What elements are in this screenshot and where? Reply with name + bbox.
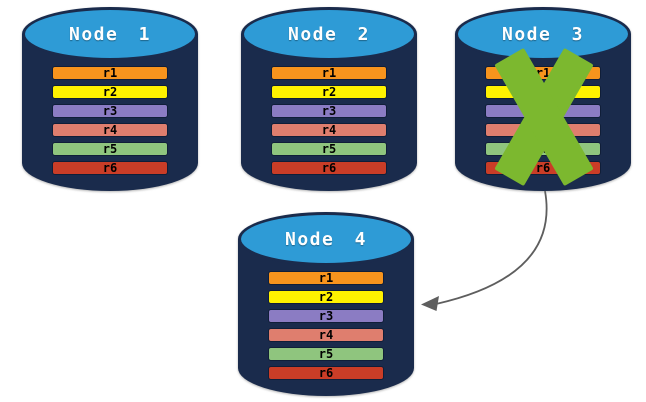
row-r4: r4 [485, 123, 601, 137]
row-r6: r6 [268, 366, 384, 380]
row-r6: r6 [271, 161, 387, 175]
node-2: Node 2 r1 r2 r3 r4 r5 r6 [241, 7, 417, 191]
row-r4: r4 [52, 123, 168, 137]
row-r3: r3 [485, 104, 601, 118]
row-r3: r3 [268, 309, 384, 323]
node-4-title: Node 4 [284, 228, 368, 250]
row-r4: r4 [268, 328, 384, 342]
row-r1: r1 [268, 271, 384, 285]
node-1-cylinder-top [22, 7, 198, 61]
replication-arrowhead-icon [421, 296, 439, 311]
row-r2: r2 [52, 85, 168, 99]
node-3-title: Node 3 [501, 23, 585, 45]
row-r5: r5 [271, 142, 387, 156]
row-r2: r2 [485, 85, 601, 99]
replication-arrow-line [435, 190, 548, 305]
row-r3: r3 [52, 104, 168, 118]
node-3-rows: r1 r2 r3 r4 r5 r6 [485, 66, 601, 175]
row-r2: r2 [268, 290, 384, 304]
node-3: Node 3 r1 r2 r3 r4 r5 r6 [455, 7, 631, 191]
node-4-cylinder-top [238, 212, 414, 266]
node-1-rows: r1 r2 r3 r4 r5 r6 [52, 66, 168, 175]
node-2-rows: r1 r2 r3 r4 r5 r6 [271, 66, 387, 175]
row-r2: r2 [271, 85, 387, 99]
row-r1: r1 [485, 66, 601, 80]
row-r6: r6 [52, 161, 168, 175]
node-4-rows: r1 r2 r3 r4 r5 r6 [268, 271, 384, 380]
row-r1: r1 [271, 66, 387, 80]
row-r1: r1 [52, 66, 168, 80]
node-1: Node 1 r1 r2 r3 r4 r5 r6 [22, 7, 198, 191]
row-r6: r6 [485, 161, 601, 175]
row-r5: r5 [52, 142, 168, 156]
node-1-title: Node 1 [68, 23, 152, 45]
row-r5: r5 [485, 142, 601, 156]
node-2-title: Node 2 [287, 23, 371, 45]
row-r5: r5 [268, 347, 384, 361]
node-4: Node 4 r1 r2 r3 r4 r5 r6 [238, 212, 414, 396]
node-2-cylinder-top [241, 7, 417, 61]
row-r4: r4 [271, 123, 387, 137]
row-r3: r3 [271, 104, 387, 118]
